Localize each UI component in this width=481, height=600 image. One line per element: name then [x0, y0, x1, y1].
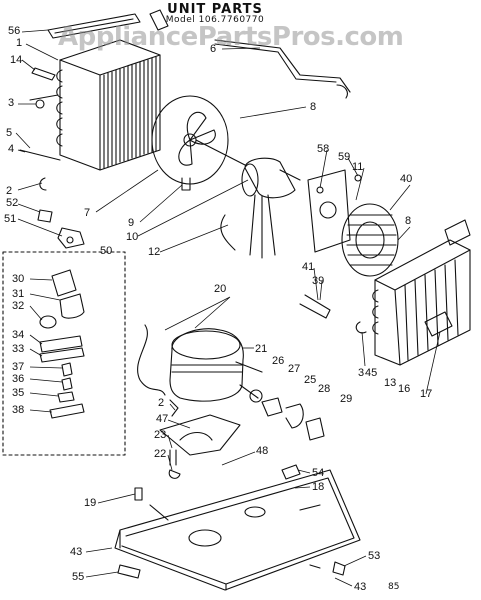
callout-label: 37	[12, 361, 24, 373]
top-bracket-part	[149, 9, 169, 31]
wire-harness-part	[137, 324, 166, 396]
callout-label: 19	[84, 497, 96, 509]
watermark-text: AppliancePartsPros.com	[58, 22, 404, 52]
callout-label: 10	[126, 231, 138, 243]
callout-label: 58	[317, 143, 329, 155]
callout-label: 20	[214, 283, 226, 295]
callout-label: 47	[156, 413, 168, 425]
callout-label: 13	[384, 377, 396, 389]
callout-label: 23	[154, 429, 166, 441]
callout-label: 38	[12, 404, 24, 416]
page-code: 85	[388, 582, 400, 592]
callout-label: 2	[6, 185, 12, 197]
callout-label: 31	[12, 288, 24, 300]
callout-label: 18	[312, 481, 324, 493]
callout-label: 3	[8, 97, 14, 109]
callout-label: 2	[158, 397, 164, 409]
callout-label: 55	[72, 571, 84, 583]
callout-label: 59	[338, 151, 350, 163]
callout-label: 22	[154, 448, 166, 460]
callout-label: 51	[4, 213, 16, 225]
model-number: Model 106.7760770	[165, 15, 265, 25]
callout-label: 28	[318, 383, 330, 395]
callout-label: 34	[12, 329, 24, 341]
callout-label: 56	[8, 25, 20, 37]
callout-label: 36	[12, 373, 24, 385]
callout-label: 54	[312, 467, 324, 479]
callout-label: 11	[352, 161, 363, 173]
callout-label: 3	[358, 367, 364, 379]
evaporator-coil-right	[299, 219, 471, 366]
left-small-parts	[19, 67, 85, 249]
callout-label: 48	[256, 445, 268, 457]
callout-label: 32	[12, 300, 24, 312]
terminal-parts	[249, 389, 325, 441]
callout-label: 16	[398, 383, 410, 395]
callout-label: 14	[10, 54, 22, 66]
callout-label: 50	[100, 245, 112, 257]
leader-lines	[15, 29, 441, 587]
compressor-part	[169, 328, 263, 402]
callout-label: 52	[6, 197, 18, 209]
callout-label: 30	[12, 273, 24, 285]
callout-label: 8	[310, 101, 316, 113]
callout-labels: 56 1 14 3 5 4 2 52 51 50 7 9 10 12 8 6 5…	[4, 25, 432, 593]
diagram-title: UNIT PARTS	[167, 2, 263, 17]
callout-label: 1	[16, 37, 22, 49]
callout-label: 43	[70, 546, 82, 558]
fan-blade-part	[151, 95, 229, 191]
callout-label: 8	[405, 215, 411, 227]
callout-label: 45	[365, 367, 377, 379]
callout-label: 33	[12, 343, 24, 355]
callout-label: 7	[84, 207, 90, 219]
callout-label: 25	[304, 374, 316, 386]
callout-label: 35	[12, 387, 24, 399]
callout-label: 27	[288, 363, 300, 375]
callout-label: 53	[368, 550, 380, 562]
callout-label: 9	[128, 217, 134, 229]
callout-label: 5	[6, 127, 12, 139]
callout-label: 6	[210, 43, 216, 55]
callout-label: 21	[255, 343, 267, 355]
callout-label: 39	[312, 275, 324, 287]
callout-label: 4	[8, 143, 14, 155]
callout-label: 29	[340, 393, 352, 405]
electrical-parts-box	[2, 251, 126, 456]
callout-label: 40	[400, 173, 412, 185]
top-strip-part	[47, 13, 141, 39]
condenser-coil-left	[29, 39, 161, 171]
callout-label: 12	[148, 246, 160, 258]
callout-label: 41	[302, 261, 314, 273]
callout-label: 26	[272, 355, 284, 367]
base-pan-part	[114, 464, 361, 591]
callout-label: 43	[354, 581, 366, 593]
mounting-bracket-part	[159, 399, 241, 479]
fan-motor-part	[195, 139, 301, 259]
blower-wheel-part	[307, 169, 399, 277]
